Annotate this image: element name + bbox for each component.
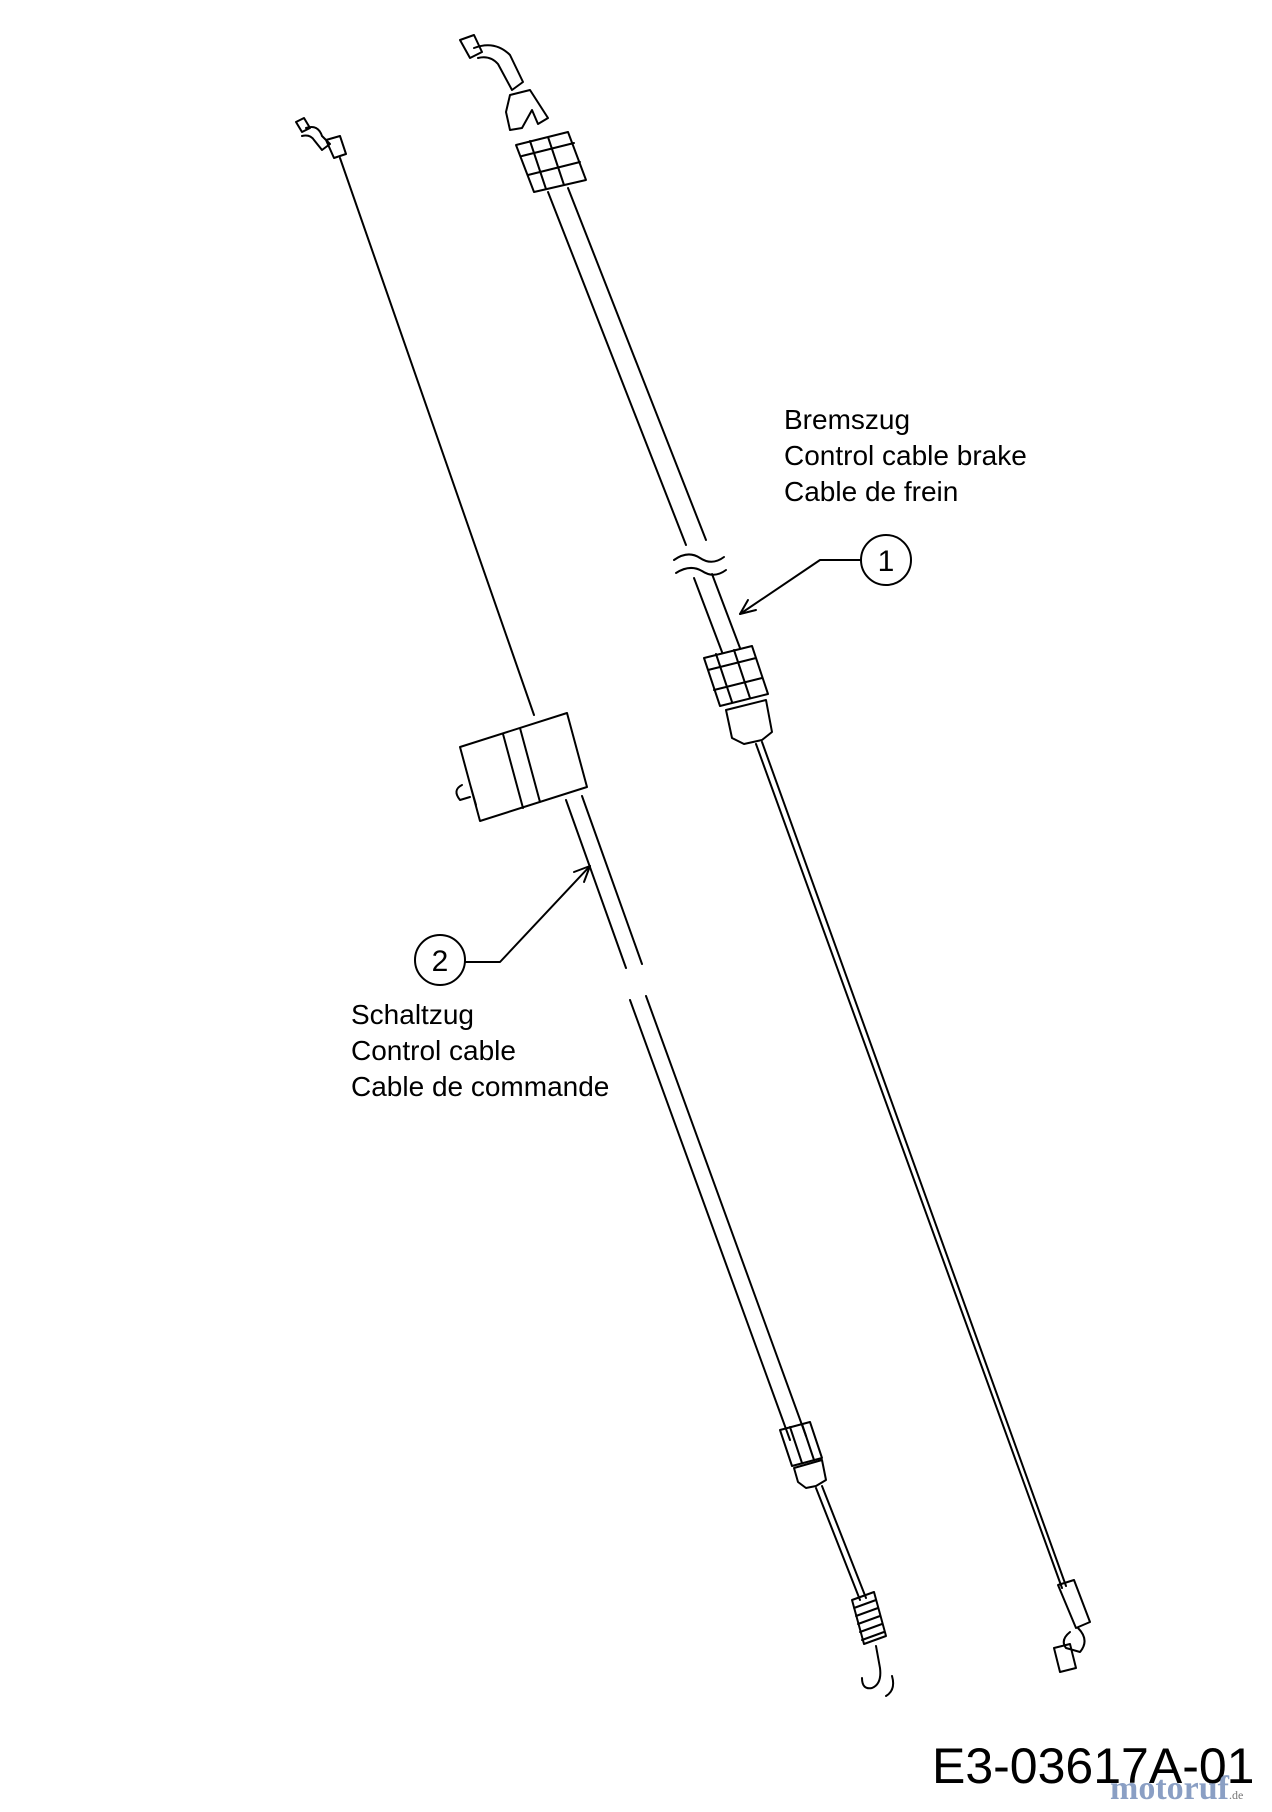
brake-sheath-upper-right <box>567 187 707 541</box>
brake-cable <box>459 34 1091 1673</box>
callout-1-label-en: Control cable brake <box>784 440 1027 471</box>
callout-2-circle <box>414 934 466 986</box>
brake-sheath-lower-left <box>693 577 723 653</box>
callout-1-leader <box>739 559 862 615</box>
callout-2-label-fr: Cable de commande <box>351 1071 610 1102</box>
brake-cable-top-adjuster <box>515 131 587 193</box>
control-inner-wire-upper <box>339 157 535 716</box>
brake-cable-top-hook <box>459 34 524 91</box>
watermark-text: motoruf <box>1110 1770 1229 1807</box>
brake-cable-lower-ferrule <box>725 699 773 745</box>
brake-cable-bottom-end <box>1053 1579 1091 1673</box>
callout-2-label: Schaltzug Control cable Cable de command… <box>351 997 609 1105</box>
control-cable-spring <box>851 1591 887 1645</box>
callout-2: 2 <box>414 865 591 986</box>
control-cable-lower-adjuster <box>779 1421 823 1467</box>
brake-cable-top-ferrule <box>505 89 549 131</box>
callout-1-label-fr: Cable de frein <box>784 476 959 507</box>
brake-inner-wire <box>755 743 1063 1589</box>
callout-1-arrowhead <box>739 599 757 615</box>
control-inner-wire-lower <box>815 1487 861 1601</box>
control-sheath-lower-right <box>645 995 807 1437</box>
control-cable-lower-ferrule <box>793 1459 827 1489</box>
callout-2-label-en: Control cable <box>351 1035 516 1066</box>
brake-sheath-upper-left <box>547 191 687 546</box>
control-cable-bracket <box>459 712 588 822</box>
callout-2-label-de: Schaltzug <box>351 999 474 1030</box>
drawing-number: E3-03617A-01 <box>932 1738 1255 1794</box>
callout-1-label: Bremszug Control cable brake Cable de fr… <box>784 402 1027 510</box>
brake-cable-lower-adjuster <box>703 645 769 707</box>
control-cable <box>295 117 895 1697</box>
watermark-logo: motoruf.de <box>1110 1772 1243 1812</box>
brake-sheath-lower-right <box>711 573 741 649</box>
callout-2-leader <box>464 865 591 963</box>
callout-2-number: 2 <box>432 945 449 978</box>
control-sheath-lower-left <box>629 999 791 1441</box>
callout-2-arrowhead <box>573 865 591 883</box>
callout-1-number: 1 <box>878 545 895 578</box>
watermark-tld: .de <box>1228 1788 1244 1802</box>
control-cable-bottom-hook <box>861 1645 895 1697</box>
control-sheath-upper-right <box>581 795 643 965</box>
callout-1-label-de: Bremszug <box>784 404 911 435</box>
callout-1: 1 <box>739 534 912 615</box>
control-sheath-upper-left <box>565 799 627 969</box>
control-cable-top-hook <box>295 117 347 159</box>
